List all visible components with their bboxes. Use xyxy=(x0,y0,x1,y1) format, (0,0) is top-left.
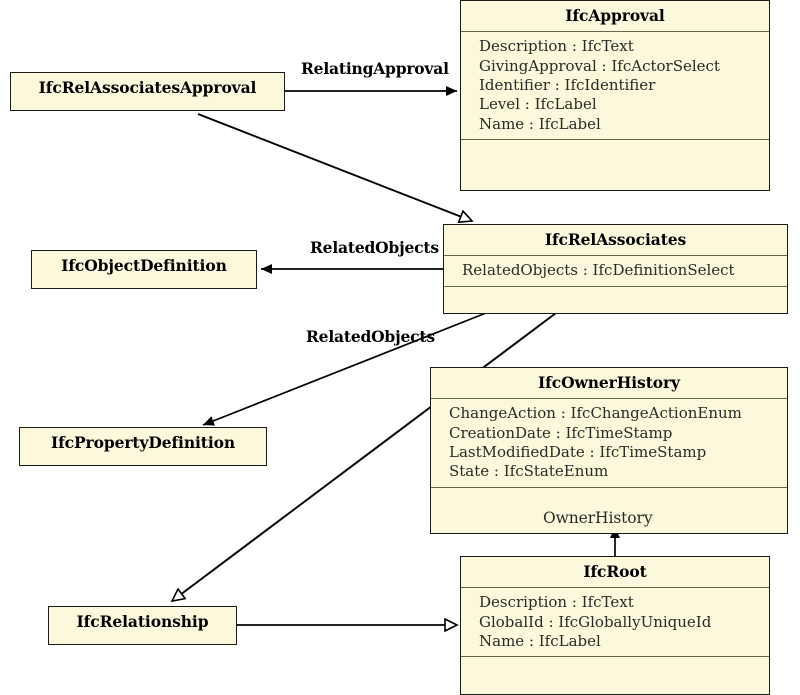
class-box-ifc-root[interactable]: IfcRoot Description : IfcText GlobalId :… xyxy=(460,556,770,695)
class-operations-ifc-owner-history xyxy=(431,486,787,506)
edge-label-relating-approval: RelatingApproval xyxy=(301,59,449,78)
class-operations-ifc-approval xyxy=(461,138,769,158)
class-title-ifc-property-definition: IfcPropertyDefinition xyxy=(50,433,236,452)
attribute-row: State : IfcStateEnum xyxy=(449,462,609,481)
attribute-row: Description : IfcText xyxy=(479,593,634,612)
attribute-row: CreationDate : IfcTimeStamp xyxy=(449,423,673,442)
class-attributes-ifc-rel-associates: RelatedObjects : IfcDefinitionSelect xyxy=(444,255,787,285)
attribute-row: Name : IfcLabel xyxy=(479,114,601,133)
attribute-row: GlobalId : IfcGloballyUniqueId xyxy=(479,612,712,631)
attribute-row: Identifier : IfcIdentifier xyxy=(479,75,656,94)
edge-label-related-objects-bottom: RelatedObjects xyxy=(306,327,435,346)
class-attributes-ifc-approval: Description : IfcText GivingApproval : I… xyxy=(461,31,769,139)
attribute-row: GivingApproval : IfcActorSelect xyxy=(479,56,720,75)
class-box-ifc-rel-associates-approval[interactable]: IfcRelAssociatesApproval xyxy=(10,72,285,111)
class-box-ifc-rel-associates[interactable]: IfcRelAssociates RelatedObjects : IfcDef… xyxy=(443,224,788,314)
class-title-ifc-object-definition: IfcObjectDefinition xyxy=(61,256,227,275)
class-box-ifc-relationship[interactable]: IfcRelationship xyxy=(48,606,237,645)
class-box-ifc-object-definition[interactable]: IfcObjectDefinition xyxy=(31,250,257,289)
class-title-ifc-owner-history: IfcOwnerHistory xyxy=(538,373,680,392)
class-attributes-ifc-root: Description : IfcText GlobalId : IfcGlob… xyxy=(461,587,769,656)
class-title-ifc-root: IfcRoot xyxy=(583,562,647,581)
attribute-row: Description : IfcText xyxy=(479,37,634,56)
class-operations-ifc-root xyxy=(461,656,769,675)
attribute-row: ChangeAction : IfcChangeActionEnum xyxy=(449,404,742,423)
edge-approval-generalization xyxy=(197,113,472,221)
class-title-ifc-rel-associates: IfcRelAssociates xyxy=(544,230,687,249)
class-title-ifc-rel-associates-approval: IfcRelAssociatesApproval xyxy=(38,78,257,97)
edge-label-related-objects-top: RelatedObjects xyxy=(310,238,439,257)
attribute-row: Name : IfcLabel xyxy=(479,631,601,650)
attribute-row: RelatedObjects : IfcDefinitionSelect xyxy=(462,261,735,280)
class-title-ifc-relationship: IfcRelationship xyxy=(76,612,209,631)
edge-label-owner-history: OwnerHistory xyxy=(543,509,653,527)
class-box-ifc-property-definition[interactable]: IfcPropertyDefinition xyxy=(19,427,267,466)
class-box-ifc-approval[interactable]: IfcApproval Description : IfcText Giving… xyxy=(460,0,770,191)
attribute-row: LastModifiedDate : IfcTimeStamp xyxy=(449,442,707,461)
class-operations-ifc-rel-associates xyxy=(444,285,787,305)
attribute-row: Level : IfcLabel xyxy=(479,95,597,114)
class-attributes-ifc-owner-history: ChangeAction : IfcChangeActionEnum Creat… xyxy=(431,398,787,486)
class-title-ifc-approval: IfcApproval xyxy=(565,6,665,25)
